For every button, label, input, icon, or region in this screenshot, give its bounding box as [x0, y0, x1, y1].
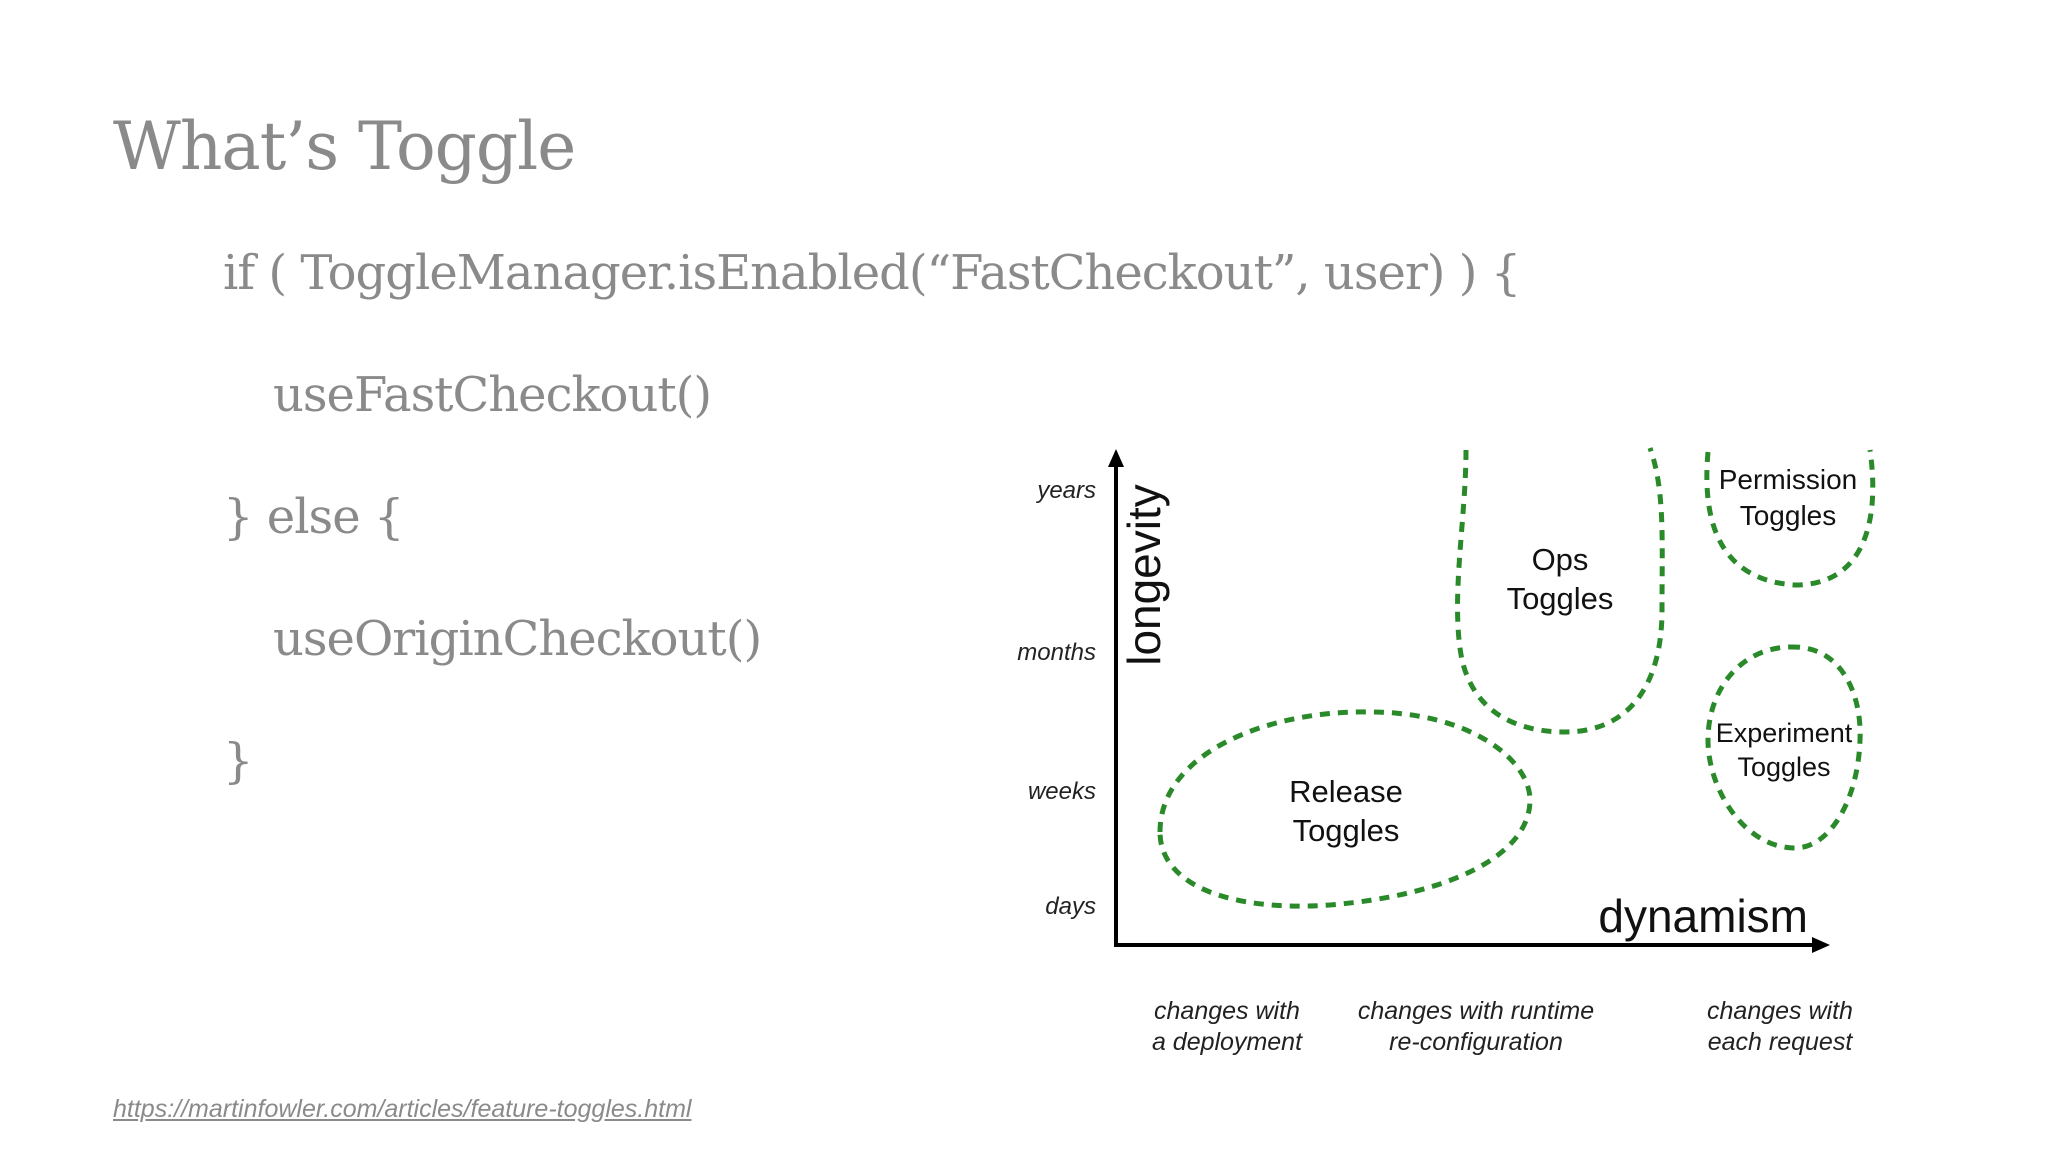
experiment-toggles-label-line1: Experiment — [1716, 718, 1853, 748]
code-line-use-fast-checkout: useFastCheckout() — [273, 367, 712, 423]
code-line-if: if ( ToggleManager.isEnabled(“FastChecko… — [223, 245, 1521, 301]
ops-toggles-outline — [1455, 447, 1665, 735]
ops-toggles-label-line2: Toggles — [1507, 581, 1614, 616]
code-line-use-origin-checkout: useOriginCheckout() — [273, 611, 762, 667]
y-axis-title: longevity — [1118, 484, 1170, 666]
ops-toggles-label-line1: Ops — [1532, 542, 1589, 577]
release-toggles-outline — [1157, 709, 1533, 909]
x-category-deployment-line2: a deployment — [1152, 1028, 1303, 1056]
x-category-request-line1: changes with — [1707, 997, 1853, 1025]
code-line-close-brace: } — [223, 733, 254, 789]
y-axis-arrow-icon — [1108, 449, 1124, 467]
permission-toggles-label-line2: Toggles — [1740, 500, 1837, 531]
release-toggles-label-line2: Toggles — [1293, 813, 1400, 848]
x-category-deployment-line1: changes with — [1154, 997, 1300, 1025]
x-category-request-line2: each request — [1708, 1028, 1854, 1056]
x-category-runtime-line1: changes with runtime — [1358, 997, 1594, 1025]
source-link[interactable]: https://martinfowler.com/articles/featur… — [113, 1095, 692, 1123]
y-tick-years: years — [1035, 477, 1096, 504]
x-axis-title: dynamism — [1598, 890, 1808, 942]
y-tick-weeks: weeks — [1028, 778, 1096, 805]
permission-toggles-label-line1: Permission — [1719, 464, 1857, 495]
permission-toggles-outline — [1704, 449, 1876, 588]
x-axis-arrow-icon — [1812, 937, 1830, 953]
y-tick-months: months — [1017, 639, 1096, 666]
slide-title: What’s Toggle — [113, 108, 576, 185]
code-line-else: } else { — [223, 489, 404, 545]
y-tick-days: days — [1045, 893, 1096, 920]
release-toggles-label-line1: Release — [1289, 774, 1403, 809]
x-category-runtime-line2: re-configuration — [1389, 1028, 1563, 1056]
experiment-toggles-outline — [1705, 644, 1863, 851]
experiment-toggles-label-line2: Toggles — [1737, 752, 1830, 782]
